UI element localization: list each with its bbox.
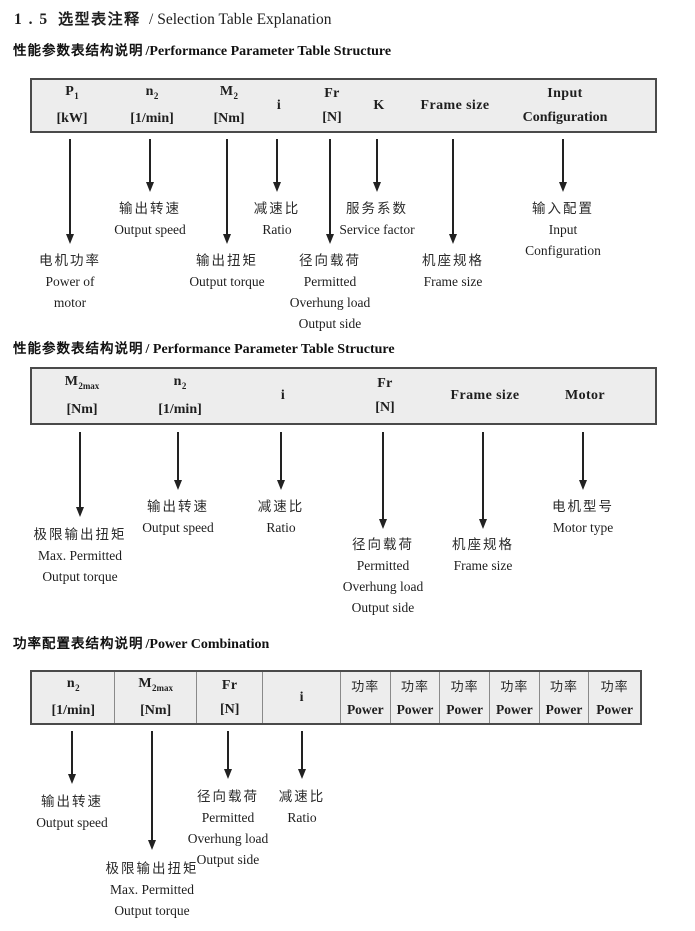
col-fr: Fr [N] [375, 376, 395, 415]
arrowhead-icon [146, 182, 154, 192]
arrowhead-icon [479, 519, 487, 529]
arrowhead-icon [224, 769, 232, 779]
callout-max-output-torque: 极限输出扭矩 Max. Permitted Output torque [105, 861, 199, 918]
callout-ratio: 减速比 Ratio [253, 201, 301, 237]
callout-max-output-torque: 极限输出扭矩 Max. Permitted Output torque [33, 527, 127, 584]
performance-table-2: M2max [Nm] n2 [1/min] i Fr [N] Frame siz… [30, 367, 657, 425]
arrow-i-to-ratio [298, 731, 306, 779]
arrow-k-to-service-factor [373, 139, 381, 192]
arrowhead-icon [579, 480, 587, 490]
callout-overhung-load: 径向载荷 Permitted Overhung load Output side [342, 537, 424, 615]
col-power-3: 功率 Power [439, 672, 489, 723]
callout-frame-size: 机座规格 Frame size [452, 537, 514, 573]
col-k: K [373, 97, 385, 113]
col-fr: Fr [N] [322, 85, 342, 125]
arrow-m2-to-output-torque [223, 139, 231, 244]
performance-table-1: P1 [kW] n2 [1/min] M2 [Nm] i Fr [N] K Fr… [30, 78, 657, 133]
col-fr: Fr [N] [195, 672, 263, 723]
col-power-5: 功率 Power [538, 672, 589, 723]
section3-heading-en: /Power Combination [145, 637, 270, 652]
col-m2max: M2max [Nm] [64, 374, 100, 417]
section2-heading-en: / Performance Parameter Table Structure [145, 342, 395, 357]
col-n2: n2 [1/min] [51, 675, 95, 719]
callout-motor-type: 电机型号 Motor type [552, 499, 614, 535]
arrowhead-icon [273, 182, 281, 192]
callout-output-speed: 输出转速 Output speed [36, 794, 108, 830]
arrow-n2-to-output-speed [174, 432, 182, 490]
callout-input-configuration: 输入配置 Input Configuration [525, 201, 601, 258]
callout-output-speed: 输出转速 Output speed [114, 201, 186, 237]
callout-overhung-load: 径向载荷 Permitted Overhung load Output side [187, 789, 269, 867]
arrowhead-icon [174, 480, 182, 490]
arrow-i-to-ratio [277, 432, 285, 490]
arrowhead-icon [298, 769, 306, 779]
arrowhead-icon [559, 182, 567, 192]
arrow-i-to-ratio [273, 139, 281, 192]
arrow-frame-size [449, 139, 457, 244]
callout-ratio: 减速比 Ratio [278, 789, 326, 825]
arrow-p1-to-power-of-motor [66, 139, 74, 244]
section-number: 1 . 5 [14, 11, 49, 28]
arrowhead-icon [373, 182, 381, 192]
section1-heading: 性能参数表结构说明/Performance Parameter Table St… [13, 39, 391, 60]
col-power-6: 功率 Power [588, 672, 640, 723]
col-m2: M2 [Nm] [213, 83, 245, 127]
callout-output-speed: 输出转速 Output speed [142, 499, 214, 535]
section1-heading-en: /Performance Parameter Table Structure [145, 44, 392, 59]
arrow-fr-to-overhung-load [379, 432, 387, 529]
page-title-cn: 选型表注释 [58, 11, 141, 28]
col-n2: n2 [1/min] [130, 83, 174, 127]
arrow-n2-to-output-speed [146, 139, 154, 192]
arrowhead-icon [449, 234, 457, 244]
arrowhead-icon [76, 507, 84, 517]
callout-output-torque: 输出扭矩 Output torque [189, 253, 265, 289]
arrow-input-configuration [559, 139, 567, 192]
col-power-4: 功率 Power [488, 672, 539, 723]
col-frame-size: Frame size [420, 97, 490, 113]
arrow-m2max-to-max-output-torque [76, 432, 84, 517]
arrowhead-icon [326, 234, 334, 244]
arrowhead-icon [223, 234, 231, 244]
arrowhead-icon [66, 234, 74, 244]
col-power-1: 功率 Power [339, 672, 390, 723]
col-i: i [280, 388, 286, 403]
callout-service-factor: 服务系数 Service factor [339, 201, 415, 237]
arrow-m2max-to-max-output-torque [148, 731, 156, 850]
section1-heading-cn: 性能参数表结构说明 [13, 43, 144, 58]
col-input-configuration: Input Configuration [522, 85, 608, 125]
page-title: 1 . 5 选型表注释 / Selection Table Explanatio… [14, 8, 331, 29]
section2-heading-cn: 性能参数表结构说明 [13, 341, 144, 356]
arrowhead-icon [379, 519, 387, 529]
arrowhead-icon [68, 774, 76, 784]
col-n2: n2 [1/min] [158, 374, 202, 417]
arrowhead-icon [148, 840, 156, 850]
callout-frame-size: 机座规格 Frame size [422, 253, 484, 289]
col-i: i [276, 97, 282, 113]
arrow-fr-to-overhung-load [326, 139, 334, 244]
col-m2max: M2max [Nm] [114, 672, 195, 723]
callout-overhung-load: 径向载荷 Permitted Overhung load Output side [289, 253, 371, 331]
section3-heading: 功率配置表结构说明/Power Combination [13, 632, 269, 653]
col-motor: Motor [564, 388, 606, 403]
col-frame-size: Frame size [450, 388, 520, 403]
arrow-motor-to-motor-type [579, 432, 587, 490]
col-i: i [262, 672, 339, 723]
col-p1: P1 [kW] [56, 83, 88, 127]
callout-power-of-motor: 电机功率 Power of motor [39, 253, 101, 310]
col-power-2: 功率 Power [389, 672, 440, 723]
section2-heading: 性能参数表结构说明/ Performance Parameter Table S… [13, 337, 395, 358]
arrowhead-icon [277, 480, 285, 490]
section3-heading-cn: 功率配置表结构说明 [13, 636, 144, 651]
page-title-en: / Selection Table Explanation [149, 11, 332, 28]
power-combination-table: n2 [1/min] M2max [Nm] Fr [N] i 功率 Power … [30, 670, 642, 725]
arrow-fr-to-overhung-load [224, 731, 232, 779]
arrow-n2-to-output-speed [68, 731, 76, 784]
arrow-frame-size [479, 432, 487, 529]
callout-ratio: 减速比 Ratio [257, 499, 305, 535]
